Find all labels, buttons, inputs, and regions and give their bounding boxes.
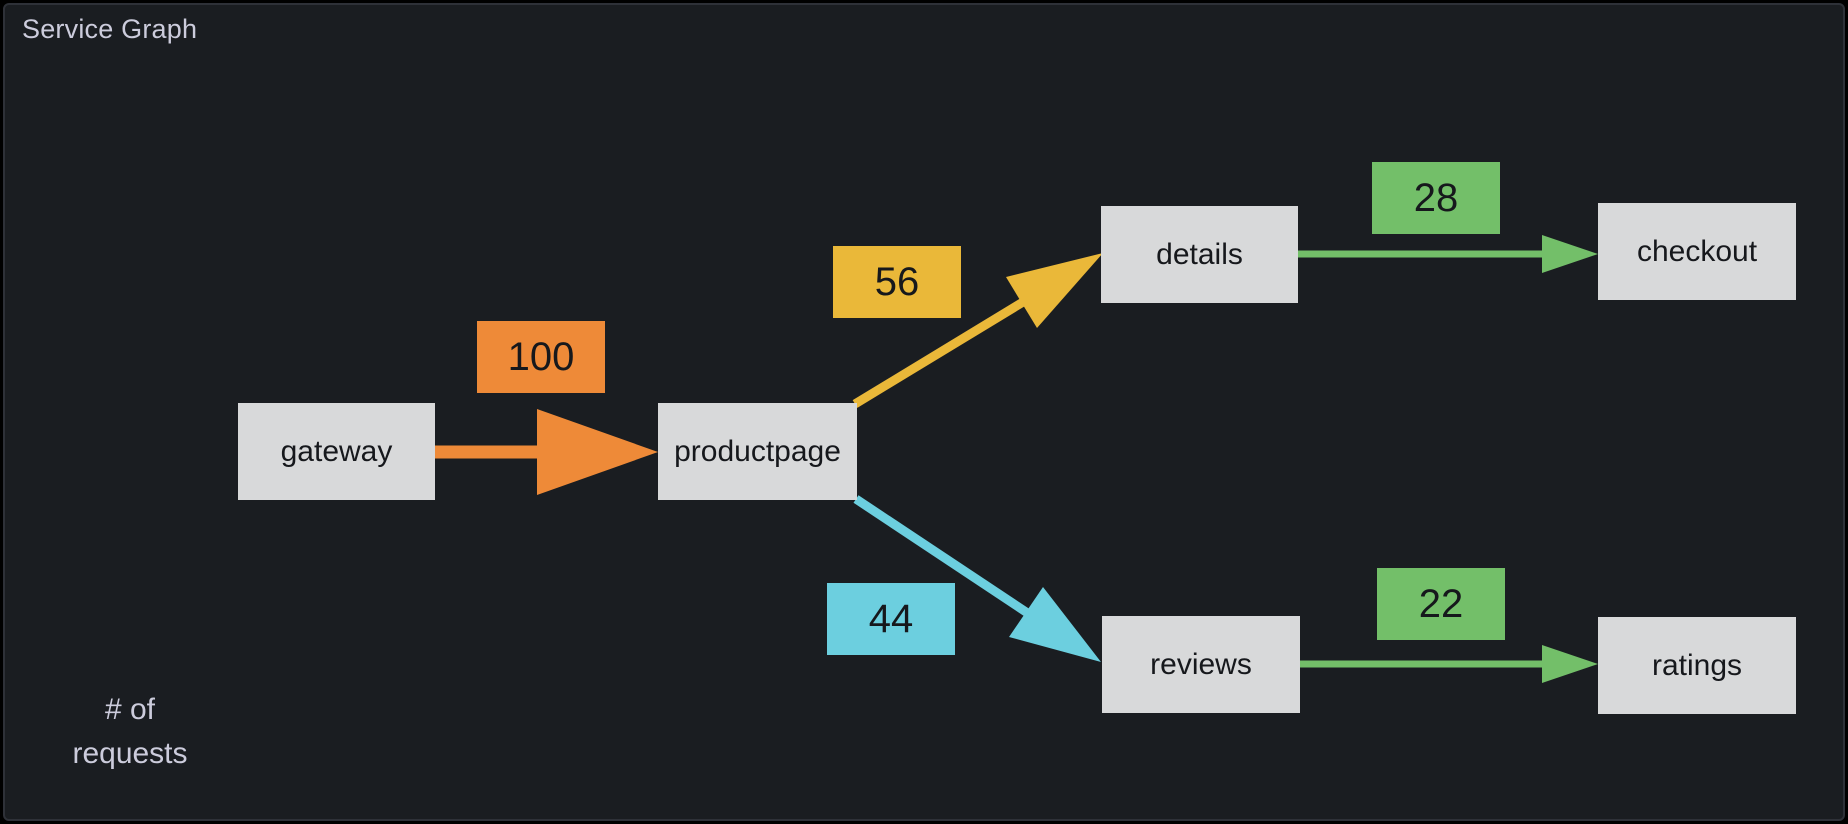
edge-productpage-details [852,253,1103,408]
node-gateway[interactable]: gateway [238,403,435,500]
edge-line [853,495,1035,620]
node-ratings[interactable]: ratings [1598,617,1796,714]
edge-reviews-ratings [1300,645,1598,683]
arrowhead-icon [1542,235,1598,273]
panel-title[interactable]: Service Graph [22,14,198,44]
edge-line [852,295,1031,408]
edge-label-productpage-details[interactable]: 56 [833,246,961,318]
arrowhead-icon [537,409,658,495]
edge-details-checkout [1298,235,1598,273]
node-details[interactable]: details [1101,206,1298,303]
arrowhead-icon [1006,253,1103,328]
arrowhead-icon [1009,587,1101,662]
node-reviews[interactable]: reviews [1102,616,1300,713]
edge-label-details-checkout[interactable]: 28 [1372,162,1500,234]
edge-label-reviews-ratings[interactable]: 22 [1377,568,1505,640]
node-productpage[interactable]: productpage [658,403,857,500]
arrowhead-icon [1542,645,1598,683]
node-checkout[interactable]: checkout [1598,203,1796,300]
edge-label-productpage-reviews[interactable]: 44 [827,583,955,655]
legend-label: # of requests [72,693,188,771]
edge-productpage-reviews [853,495,1101,662]
edge-label-gateway-productpage[interactable]: 100 [477,321,605,393]
edge-gateway-productpage [435,409,658,495]
